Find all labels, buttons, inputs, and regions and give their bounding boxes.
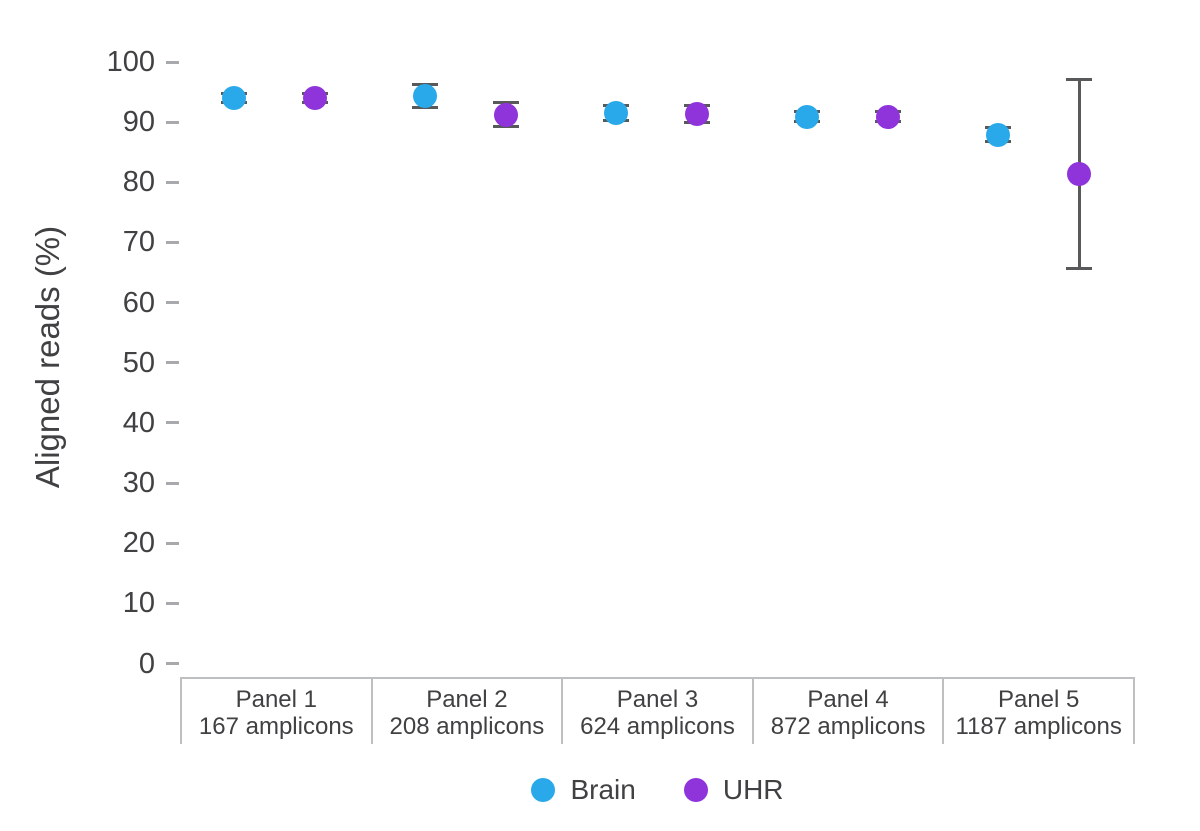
legend: Brain UHR [180,770,1135,810]
panel-name: Panel 2 [426,686,508,713]
y-tick-mark-20 [166,541,179,545]
panel-amplicons: 167 amplicons [198,713,354,740]
point-uhr-panel-1 [303,86,327,111]
point-brain-panel-3 [604,101,628,126]
point-uhr-panel-4 [876,104,900,129]
y-tick-label-50: 50 [122,346,155,379]
y-tick-label-60: 60 [122,286,155,319]
error-bar-uhr-panel-5-top-cap [1066,77,1092,81]
y-tick-label-0: 0 [138,647,155,680]
y-tick-mark-80 [166,180,179,184]
legend-item-brain: Brain [531,774,636,806]
legend-dot-uhr [683,778,708,802]
panel-name: Panel 3 [616,686,699,713]
y-tick-mark-60 [166,301,179,305]
error-bar-uhr-panel-2-top-cap [493,101,519,105]
point-uhr-panel-5 [1067,161,1091,186]
error-bar-uhr-panel-2-bottom-cap [493,125,519,129]
legend-label-uhr: UHR [722,774,784,805]
y-tick-label-40: 40 [122,406,155,439]
point-brain-panel-4 [795,104,819,129]
point-brain-panel-5 [986,122,1010,147]
panel-amplicons: 1187 amplicons [955,713,1122,740]
panel-amplicons: 872 amplicons [770,713,926,740]
point-brain-panel-1 [222,86,246,111]
panel-amplicons: 624 amplicons [580,713,735,740]
error-bar-uhr-panel-5-bottom-cap [1066,266,1092,270]
y-tick-label-10: 10 [122,587,155,620]
y-tick-label-70: 70 [122,226,155,259]
panel-name: Panel 4 [807,686,889,713]
y-tick-label-20: 20 [122,527,155,560]
legend-label-brain: Brain [570,774,636,805]
panel-amplicons: 208 amplicons [389,713,545,740]
legend-item-uhr: UHR [683,774,784,806]
y-tick-mark-0 [166,662,179,665]
panel-name: Panel 5 [997,686,1080,713]
point-uhr-panel-2 [494,102,518,127]
y-tick-label-100: 100 [106,46,155,78]
y-tick-label-90: 90 [122,106,155,139]
y-tick-mark-90 [166,120,179,124]
y-tick-label-30: 30 [122,467,155,500]
point-uhr-panel-3 [685,102,709,127]
point-brain-panel-2 [413,83,437,108]
y-tick-mark-100 [166,60,179,64]
y-tick-mark-50 [166,361,179,365]
y-tick-label-80: 80 [122,166,155,199]
y-tick-mark-30 [166,481,179,485]
y-tick-mark-70 [166,240,179,244]
y-tick-mark-40 [166,421,179,425]
panel-name: Panel 1 [235,686,317,713]
y-tick-mark-10 [166,601,179,605]
legend-dot-brain [531,778,556,802]
